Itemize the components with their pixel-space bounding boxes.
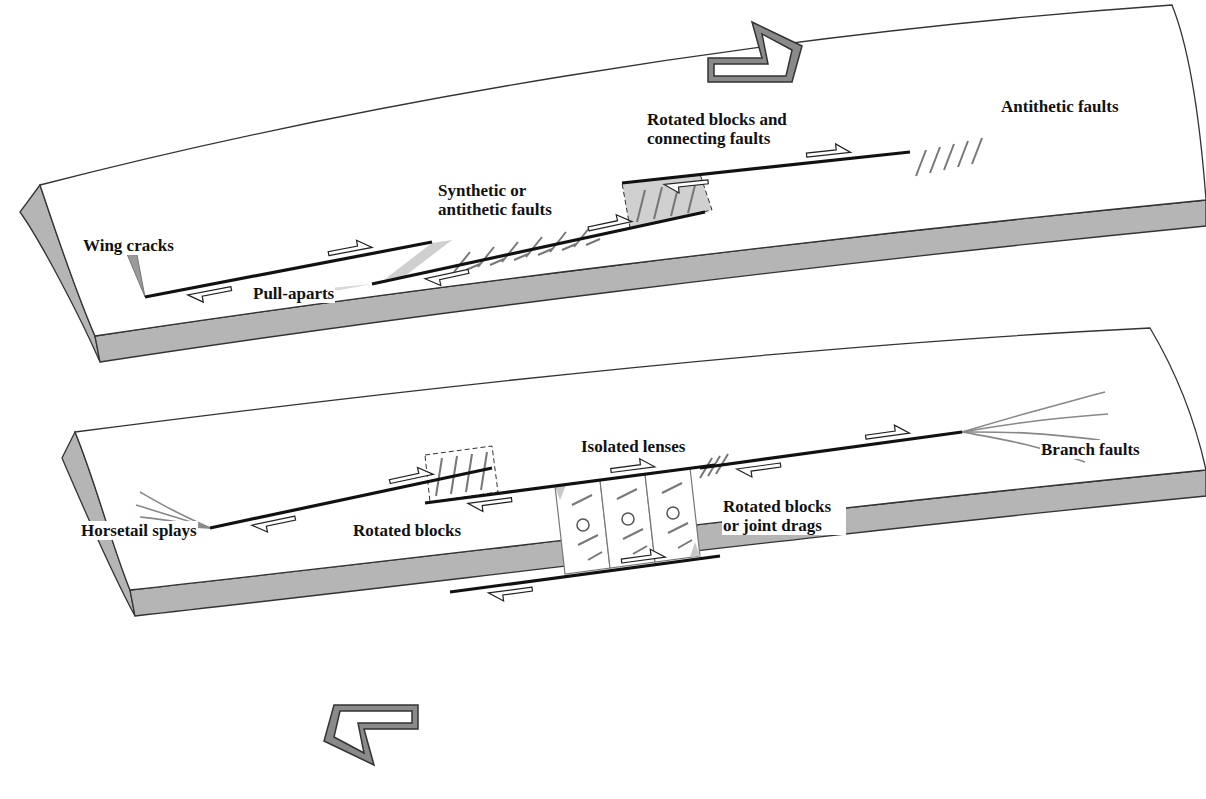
splay-fault <box>962 414 1108 432</box>
secondary-fault <box>944 144 954 170</box>
fault-strokes <box>136 138 1108 560</box>
slip-arrow <box>621 549 665 563</box>
secondary-fault <box>637 190 645 222</box>
slip-arrow <box>588 215 632 231</box>
slip-arrow <box>468 498 512 512</box>
callout-label: Horsetail splays <box>80 521 198 540</box>
slip-arrow <box>328 240 372 255</box>
secondary-fault <box>538 249 552 255</box>
slip-arrow <box>488 587 532 601</box>
splay-fault <box>962 392 1105 432</box>
secondary-fault <box>972 138 982 164</box>
secondary-fault <box>514 254 528 260</box>
secondary-fault <box>586 239 600 245</box>
fault-line <box>450 556 720 592</box>
callout-label: Rotated blocks and connecting faults <box>646 110 818 148</box>
secondary-fault <box>958 141 968 167</box>
secondary-fault <box>678 540 692 548</box>
secondary-fault <box>633 546 647 554</box>
secondary-fault <box>916 150 926 176</box>
fault-line <box>372 212 705 284</box>
slip-arrow <box>188 287 232 302</box>
secondary-fault <box>562 244 576 250</box>
fault-line <box>622 152 910 183</box>
callout-label: Wing cracks <box>82 236 175 255</box>
lower-slab <box>62 328 1206 616</box>
secondary-fault <box>662 483 682 493</box>
secondary-fault <box>436 458 442 496</box>
callout-label: Isolated lenses <box>580 437 686 456</box>
slip-arrow <box>425 269 469 285</box>
callout-label: Rotated blocks <box>352 521 462 540</box>
upper-slab <box>20 5 1206 362</box>
slip-arrow <box>611 459 655 473</box>
slip-arrow <box>737 463 781 477</box>
callout-label: Antithetic faults <box>1000 97 1120 116</box>
wing-crack <box>127 254 145 297</box>
secondary-fault <box>654 187 662 219</box>
callout-label: Synthetic or antithetic faults <box>437 181 571 219</box>
main-faults <box>145 152 962 592</box>
fault-line <box>425 465 715 503</box>
slip-arrow <box>389 468 433 484</box>
secondary-fault <box>490 259 504 265</box>
slip-arrow <box>664 180 708 193</box>
callout-label: Branch faults <box>1040 440 1141 459</box>
fault-line <box>210 468 492 528</box>
slip-arrows <box>188 144 910 601</box>
secondary-fault <box>623 529 643 539</box>
rotated-block-zone <box>425 174 712 502</box>
slip-arrow <box>252 516 296 532</box>
secondary-fault <box>668 523 688 533</box>
secondary-fault <box>930 147 940 173</box>
secondary-fault <box>617 489 637 499</box>
callout-label: Pull-aparts <box>252 284 335 303</box>
secondary-fault <box>578 535 598 545</box>
secondary-fault <box>588 552 602 560</box>
secondary-fault <box>572 495 592 505</box>
fault-line <box>700 432 962 468</box>
callout-label: Rotated blocks or joint drags <box>722 497 846 535</box>
slip-arrow <box>866 425 910 439</box>
